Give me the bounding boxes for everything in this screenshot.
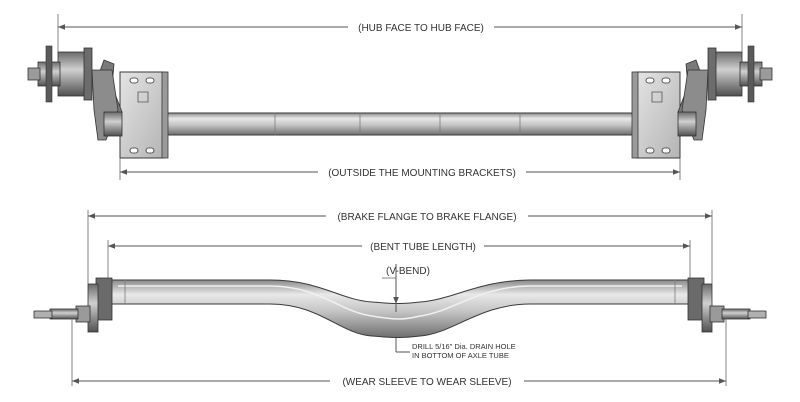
dim-brake-flange: (BRAKE FLANGE TO BRAKE FLANGE) <box>87 210 713 284</box>
drain-hole-note: DRILL 5/16" Dia. DRAIN HOLE IN BOTTOM OF… <box>395 338 516 360</box>
right-spindle-assembly <box>687 277 767 333</box>
right-mounting-bracket <box>631 71 681 159</box>
dim-v-bend: (V-BEND) <box>382 264 430 312</box>
dim-label-wear-sleeve: (WEAR SLEEVE TO WEAR SLEEVE) <box>342 377 511 388</box>
dim-bent-tube: (BENT TUBE LENGTH) <box>107 240 691 280</box>
dim-hub-face: (HUB FACE TO HUB FACE) <box>57 14 743 52</box>
right-torsion-arm-hub <box>677 45 773 141</box>
top-axle-assembly <box>27 45 773 159</box>
left-mounting-bracket <box>119 71 169 159</box>
top-axle-tube <box>159 112 641 136</box>
dim-outside-brackets: (OUTSIDE THE MOUNTING BRACKETS) <box>119 158 681 180</box>
dim-label-hub-face: (HUB FACE TO HUB FACE) <box>358 23 484 34</box>
dim-label-bent-tube: (BENT TUBE LENGTH) <box>370 242 476 253</box>
bent-axle-tube <box>107 279 691 338</box>
dim-label-brake-flange: (BRAKE FLANGE TO BRAKE FLANGE) <box>337 212 516 223</box>
left-torsion-arm-hub <box>27 45 123 141</box>
drain-note-line-1: DRILL 5/16" Dia. DRAIN HOLE <box>412 342 516 351</box>
drain-note-line-2: IN BOTTOM OF AXLE TUBE <box>412 351 509 360</box>
dim-wear-sleeve: (WEAR SLEEVE TO WEAR SLEEVE) <box>71 318 727 388</box>
left-spindle-assembly <box>33 277 113 333</box>
dim-label-v-bend: (V-BEND) <box>386 266 430 277</box>
bottom-axle-assembly <box>33 277 767 338</box>
dim-label-outside-brackets: (OUTSIDE THE MOUNTING BRACKETS) <box>328 168 516 179</box>
